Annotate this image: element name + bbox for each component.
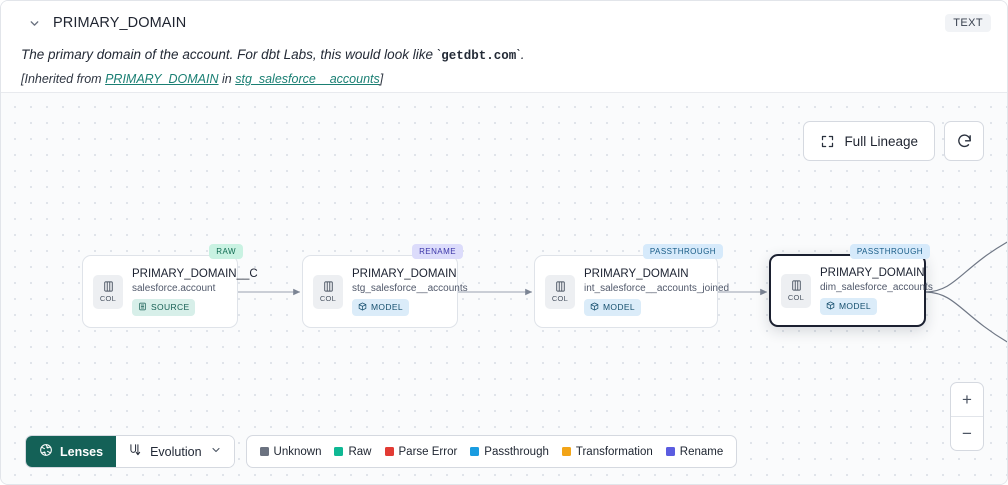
description-prefix: The primary domain of the account. For d… [21,47,442,62]
node-body: PRIMARY_DOMAIN int_salesforce__accounts_… [584,267,730,316]
edge-out-top [925,241,1007,293]
legend-label: Transformation [575,445,653,458]
column-icon-label: COL [99,294,117,303]
column-description: The primary domain of the account. For d… [17,45,991,65]
node-tag: RENAME [412,244,463,259]
column-icon-label: COL [787,293,805,302]
legend-label: Passthrough [484,445,549,458]
legend-swatch [384,447,394,456]
edge-out-bottom [925,291,1007,343]
cube-icon [358,302,367,313]
node-table-name: int_salesforce__accounts_joined [584,282,730,294]
flow-icon [128,443,142,460]
cube-icon [590,302,599,313]
chevron-down-icon[interactable] [27,16,41,30]
legend-item: Rename [665,445,724,458]
full-lineage-button[interactable]: Full Lineage [803,121,935,161]
node-body: PRIMARY_DOMAIN dim_salesforce_accounts M… [820,266,933,315]
panel-header: PRIMARY_DOMAIN TEXT The primary domain o… [1,1,1007,91]
evolution-label: Evolution [150,444,202,459]
node-kind-label: MODEL [371,302,403,312]
legend-label: Unknown [273,445,322,458]
node-body: PRIMARY_DOMAIN stg_salesforce__accounts … [352,267,468,316]
inherited-model-link[interactable]: stg_salesforce__accounts [235,72,380,87]
column-icon: COL [781,273,811,308]
refresh-icon [956,133,973,150]
lenses-button[interactable]: Lenses [26,436,117,467]
lineage-canvas[interactable]: Full Lineage RAW COL PRIMARY_DOMAIN__C s… [1,92,1007,484]
lineage-legend: Unknown Raw Parse Error Passthrough Tran… [245,435,738,468]
canvas-top-controls: Full Lineage [803,121,984,161]
inherited-from-line: [Inherited from PRIMARY_DOMAIN in stg_sa… [17,72,991,86]
zoom-controls: + − [950,382,984,451]
node-column-name: PRIMARY_DOMAIN [352,267,457,280]
legend-item: Parse Error [384,445,458,458]
legend-swatch [259,447,269,456]
legend-item: Unknown [259,445,322,458]
node-kind-badge: SOURCE [132,298,196,316]
page-title: PRIMARY_DOMAIN [53,15,187,31]
header-title-row: PRIMARY_DOMAIN [17,11,991,35]
legend-swatch [561,447,571,456]
zoom-divider [951,416,983,417]
inherited-open: [Inherited from [21,72,106,87]
column-icon-label: COL [551,294,569,303]
lineage-node[interactable]: RENAME COL PRIMARY_DOMAIN stg_salesforce… [302,244,468,328]
lineage-node-selected[interactable]: PASSTHROUGH COL PRIMARY_DOMAIN dim_sales… [769,244,933,327]
lenses-label: Lenses [60,444,104,459]
node-column-name: PRIMARY_DOMAIN [584,267,689,280]
node-table-name: stg_salesforce__accounts [352,282,468,294]
node-kind-label: MODEL [603,302,635,312]
node-kind-label: MODEL [839,301,871,311]
node-tag: PASSTHROUGH [642,244,723,259]
node-table-name: salesforce.account [132,282,216,294]
inherited-column-link[interactable]: PRIMARY_DOMAIN [105,72,219,87]
node-table-name: dim_salesforce_accounts [820,281,933,293]
node-kind-label: SOURCE [151,302,190,312]
node-tag: PASSTHROUGH [849,244,930,259]
legend-item: Raw [334,445,372,458]
column-icon-label: COL [319,294,337,303]
legend-item: Passthrough [470,446,549,458]
node-column-name: PRIMARY_DOMAIN__C [132,267,258,280]
full-lineage-label: Full Lineage [844,133,918,149]
legend-label: Rename [679,445,724,458]
column-icon: COL [545,274,575,309]
lens-group: Lenses Evolution [25,435,235,468]
expand-icon [820,134,835,149]
node-body: PRIMARY_DOMAIN__C salesforce.account SOU… [132,267,258,316]
column-icon: COL [93,274,123,309]
legend-swatch [334,447,344,456]
inherited-mid: in [218,72,236,87]
refresh-button[interactable] [944,121,984,161]
chevron-down-icon [210,444,222,459]
database-icon [138,302,147,313]
inherited-close: ] [379,72,384,87]
legend-swatch [665,447,675,456]
status-badge: TEXT [945,14,991,32]
zoom-in-button[interactable]: + [962,389,972,409]
column-icon: COL [313,274,343,309]
node-kind-badge: MODEL [820,297,877,315]
cube-icon [826,301,835,312]
legend-label: Raw [348,445,372,458]
lineage-node[interactable]: PASSTHROUGH COL PRIMARY_DOMAIN int_sales… [534,244,730,328]
legend-item: Transformation [561,445,653,458]
evolution-dropdown[interactable]: Evolution [116,436,234,467]
aperture-icon [39,443,53,460]
lineage-node[interactable]: RAW COL PRIMARY_DOMAIN__C salesforce.acc… [82,244,258,328]
node-tag: RAW [209,244,243,259]
node-kind-badge: MODEL [584,298,641,316]
node-kind-badge: MODEL [352,298,409,316]
description-code: getdbt.com [441,49,517,63]
zoom-out-button[interactable]: − [962,423,972,443]
description-suffix: `. [516,47,525,62]
legend-swatch [470,447,480,456]
legend-label: Parse Error [398,445,458,458]
canvas-bottom-bar: Lenses Evolution Unknown Raw Parse Error… [25,435,738,468]
node-column-name: PRIMARY_DOMAIN [820,266,925,279]
